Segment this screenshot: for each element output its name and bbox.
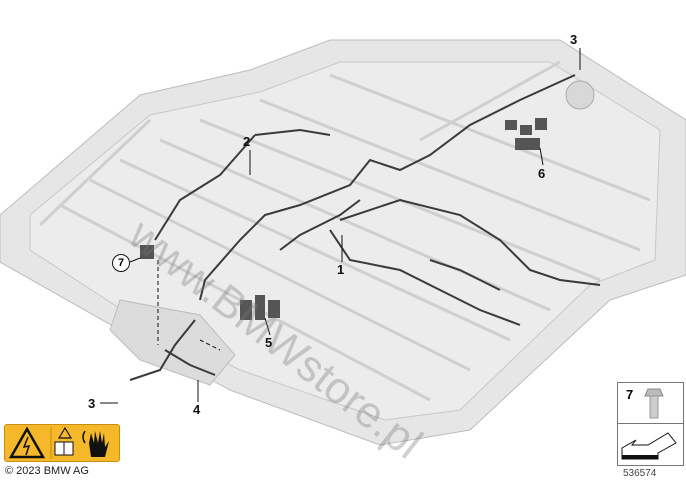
wiring-harness — [129, 74, 601, 381]
read-manual-icon — [54, 426, 74, 456]
high-voltage-warning-icon — [8, 426, 46, 459]
callout-4: 4 — [193, 402, 201, 417]
bolt-7 — [140, 245, 154, 259]
legend-item-number: 7 — [626, 387, 634, 402]
leader-lines — [100, 48, 581, 404]
connector-group-6 — [505, 118, 547, 150]
callout-6: 6 — [538, 166, 546, 181]
callout-3-bottom: 3 — [88, 396, 96, 411]
callout-2: 2 — [243, 134, 251, 149]
direction-arrow-icon — [621, 432, 677, 460]
reference-number: 536574 — [623, 468, 657, 479]
do-not-touch-hand-icon — [82, 430, 109, 457]
callout-7-circled: 7 — [112, 254, 130, 272]
bolt-icon — [644, 388, 664, 419]
legend-box: 7 — [617, 382, 684, 466]
copyright: © 2023 BMW AG — [5, 465, 89, 477]
connector-group-5 — [240, 295, 280, 320]
callout-3-top: 3 — [570, 32, 578, 47]
callout-1: 1 — [337, 262, 345, 277]
legend-divider — [618, 423, 683, 424]
callout-5: 5 — [265, 335, 273, 350]
high-voltage-warning-label — [4, 424, 120, 462]
